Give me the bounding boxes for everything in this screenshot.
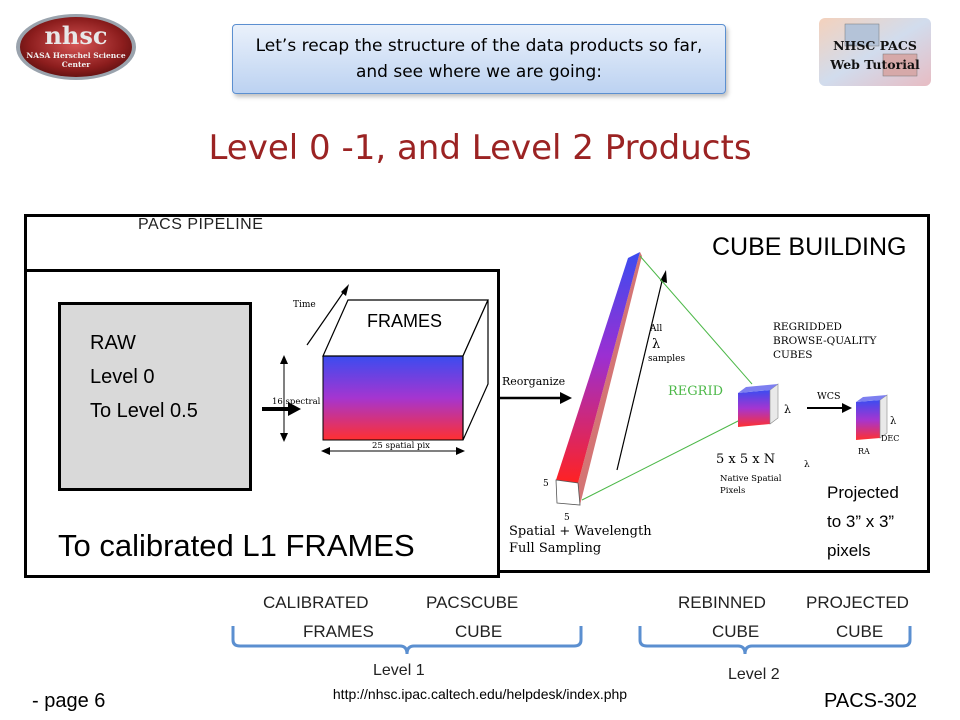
svg-text:DEC: DEC [881,434,899,443]
nhsc-pacs-web-tutorial-logo: NHSC PACS Web Tutorial [819,18,931,86]
regrid-line-top [639,255,753,385]
svg-text:16 spectral: 16 spectral [272,397,321,407]
level1-label: Level 1 [373,662,425,679]
projected-cube [856,394,888,440]
raw-level0-box [58,302,252,491]
frames-label: FRAMES [367,311,443,331]
raw-line-2: Level 0 [90,366,155,388]
pacs-pipeline-label: PACS PIPELINE [138,216,264,233]
wavelength-column [555,252,642,506]
all-samples-arrow [616,276,664,471]
level-braces [231,626,912,655]
document-code: PACS-302 [824,690,918,712]
svg-text:NHSC PACS: NHSC PACS [833,38,917,53]
regrid-label: REGRID [668,384,723,399]
calibrated-l1-frames-label: To calibrated L1 FRAMES [58,528,415,563]
svg-text:Time: Time [293,300,316,310]
svg-text:5: 5 [564,513,570,523]
svg-text:BROWSE-QUALITY: BROWSE-QUALITY [773,335,877,347]
svg-text:REGRIDDED: REGRIDDED [773,321,842,333]
svg-text:Full Sampling: Full Sampling [509,541,601,556]
time-arrow [306,289,346,346]
regrid-line-bottom [581,417,745,501]
level2-label: Level 2 [728,666,780,683]
svg-text:λ: λ [804,460,810,470]
svg-text:samples: samples [648,354,685,364]
rebinned-cube-product: REBINNED CUBE [678,593,766,641]
raw-line-3: To Level 0.5 [90,400,198,422]
svg-text:Web Tutorial: Web Tutorial [829,57,920,72]
svg-text:NASA Herschel Science: NASA Herschel Science [26,51,125,60]
svg-text:CUBES: CUBES [773,349,812,361]
pipeline-figure: Reorganize 5 5 All λ samples REGRID λ RE… [500,252,899,556]
page-number: - page 6 [32,690,106,712]
svg-text:All: All [649,324,662,334]
level2-brace [638,626,912,655]
frames-cube-figure: Time 16 spectral 25 spatial pix [262,284,489,455]
svg-text:5: 5 [543,479,549,489]
svg-text:Spatial + Wavelength: Spatial + Wavelength [509,524,652,539]
svg-text:λ: λ [784,403,791,416]
svg-text:RA: RA [858,447,870,456]
helpdesk-url: http://nhsc.ipac.caltech.edu/helpdesk/in… [332,686,628,702]
projected-pixels-label: Projected to 3” x 3” pixels [827,483,899,560]
frames-cube [322,299,489,441]
svg-text:λ: λ [652,337,660,352]
svg-text:25 spatial pix: 25 spatial pix [372,441,430,451]
recap-callout: Let’s recap the structure of the data pr… [232,24,726,94]
svg-text:Native Spatial: Native Spatial [720,474,782,484]
cube-building-label: CUBE BUILDING [712,233,907,261]
svg-text:Center: Center [62,60,91,69]
svg-text:WCS: WCS [817,391,841,402]
recap-text: Let’s recap the structure of the data pr… [255,36,703,82]
level1-brace [231,626,583,655]
raw-level-text: RAW Level 0 To Level 0.5 [90,326,198,428]
five-by-five-label: 5 x 5 x N [716,452,775,467]
reorganize-label: Reorganize [502,375,565,388]
raw-line-1: RAW [90,332,136,354]
svg-text:λ: λ [890,416,897,427]
projected-cube-product: PROJECTED CUBE [806,593,909,641]
nhsc-logo: nhsc NASA Herschel Science Center [16,14,136,80]
svg-text:Pixels: Pixels [720,486,745,496]
regridded-cube [738,383,779,427]
page-title: Level 0 -1, and Level 2 Products [208,128,752,168]
svg-text:nhsc: nhsc [44,21,107,50]
calibrated-frames-product: CALIBRATED FRAMES [263,593,374,641]
pacscube-product: PACSCUBE CUBE [426,593,519,641]
